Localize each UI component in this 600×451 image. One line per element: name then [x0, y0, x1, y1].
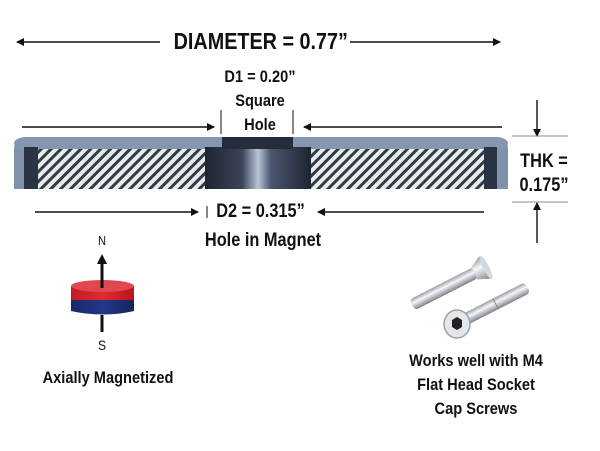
magnetization-label: Axially Magnetized: [42, 368, 174, 387]
magnet-hatch-right: [311, 149, 484, 189]
d1-description-line1: Square: [235, 91, 285, 110]
countersink-bore: [205, 147, 311, 189]
magnet-hatch-left: [38, 149, 205, 189]
steel-cup-wall-left: [24, 147, 38, 189]
steel-cup-wall-right: [484, 147, 497, 189]
d2-description: Hole in Magnet: [204, 230, 322, 251]
d1-dimension-line: [22, 110, 502, 134]
screw-note-line3: Cap Screws: [434, 399, 518, 418]
flat-head-screws-image: [410, 255, 530, 339]
south-pole-label: S: [97, 337, 107, 353]
d2-dimension-line: [35, 206, 484, 218]
screw-note-line2: Flat Head Socket: [417, 375, 535, 394]
hex-socket-icon: [452, 317, 462, 330]
thickness-label-line2: 0.175”: [519, 175, 569, 196]
north-pole-label: N: [97, 233, 107, 248]
d2-label: D2 = 0.315”: [216, 201, 305, 222]
square-hole: [222, 137, 293, 149]
thickness-label-line1: THK =: [520, 151, 568, 172]
diameter-label: DIAMETER = 0.77”: [173, 28, 348, 54]
axial-magnet-icon: [71, 254, 134, 332]
d1-description-line2: Hole: [244, 115, 276, 134]
cup-magnet-cross-section: [14, 137, 508, 189]
screw-note-line1: Works well with M4: [409, 351, 543, 370]
thickness-dimension-line: [512, 100, 568, 243]
d1-label: D1 = 0.20”: [224, 67, 296, 86]
